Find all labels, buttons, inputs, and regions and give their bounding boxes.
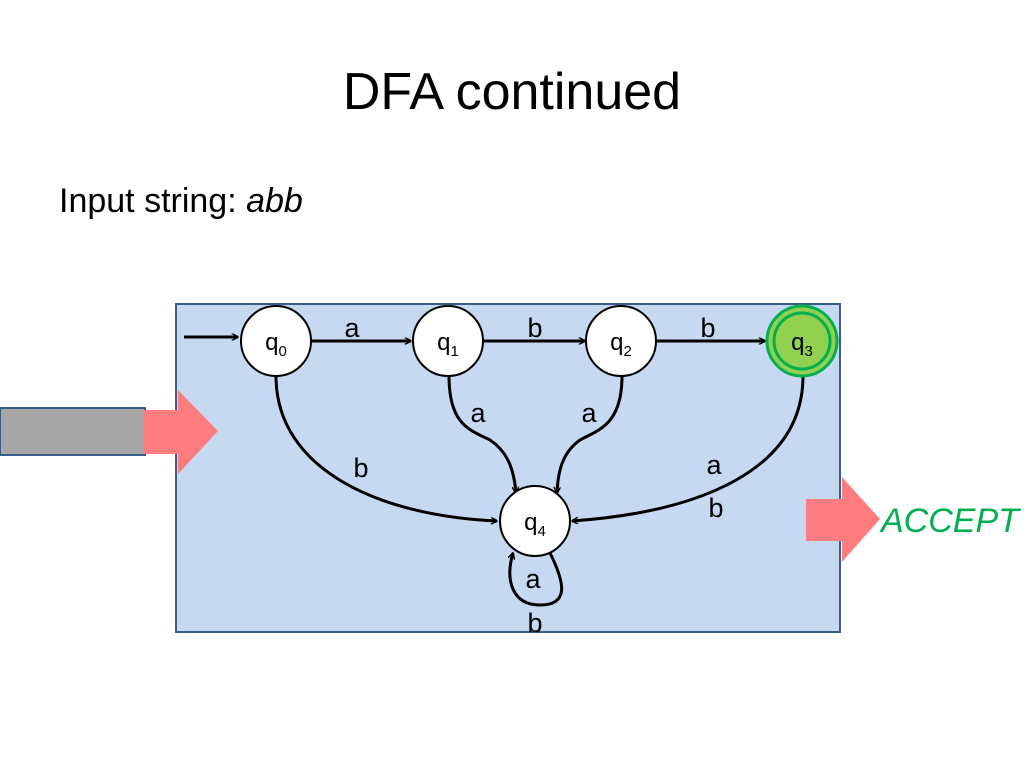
svg-text:q2: q2	[610, 329, 632, 360]
svg-text:q4: q4	[524, 509, 546, 540]
state-q4: q4	[499, 485, 571, 557]
transition-q2-q4	[557, 375, 624, 493]
label-q1-q2: b	[527, 313, 542, 343]
label-q3-q4-top: a	[706, 450, 722, 480]
slide-title: DFA continued	[342, 63, 682, 121]
input-arrow	[143, 390, 218, 474]
state-q0: q0	[240, 305, 312, 377]
svg-text:q0: q0	[265, 329, 287, 360]
label-q2-q3: b	[700, 313, 715, 343]
transition-q0-q4	[274, 375, 497, 521]
label-q4-loop-bottom: b	[527, 608, 542, 638]
label-q1-q4: a	[470, 398, 486, 428]
state-q3-current-accepting: q3	[765, 304, 839, 378]
transition-q1-q4	[447, 375, 516, 493]
label-q2-q4: a	[581, 398, 597, 428]
svg-text:q3: q3	[791, 329, 813, 360]
transition-q4-self-loop	[510, 553, 563, 607]
transition-q3-q4	[572, 375, 805, 521]
input-tape	[0, 407, 146, 456]
state-q2: q2	[585, 305, 657, 377]
label-q0-q4: b	[353, 453, 368, 483]
label-q4-loop-top: a	[525, 564, 541, 594]
label-q0-q1: a	[344, 313, 360, 343]
svg-text:q1: q1	[437, 329, 459, 360]
input-string-label: Input string:	[59, 182, 247, 220]
input-string-line: Input string: abb	[59, 182, 303, 221]
state-q1: q1	[412, 305, 484, 377]
label-q3-q4-bottom: b	[708, 493, 723, 523]
input-string-value: abb	[246, 182, 303, 220]
output-arrow	[806, 477, 880, 562]
accept-result-label: ACCEPT	[881, 502, 1019, 540]
